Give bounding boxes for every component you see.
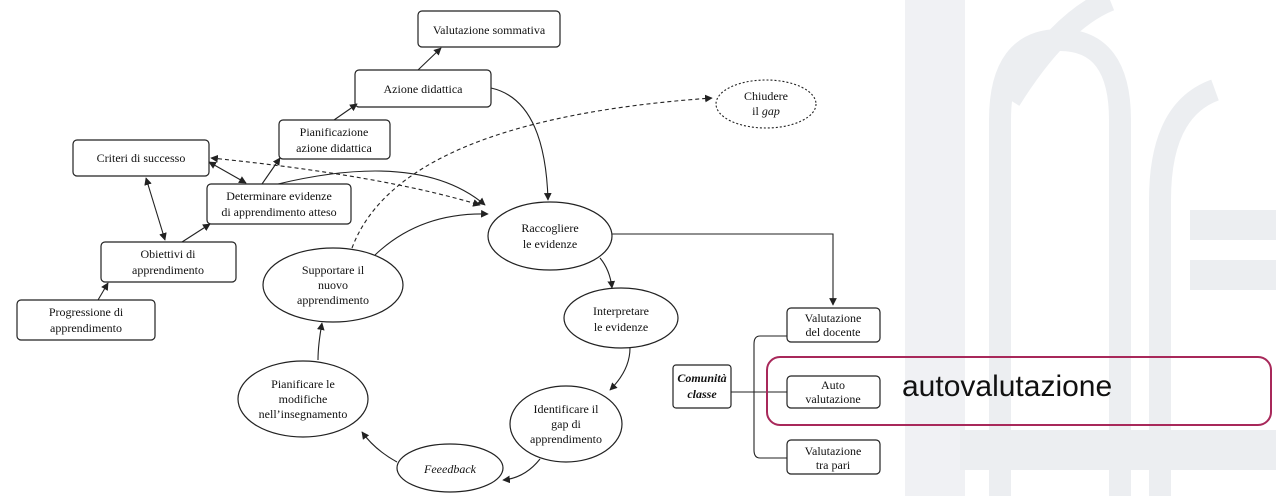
svg-text:il gap: il gap	[752, 104, 780, 118]
node-auto-valutazione: Auto valutazione	[786, 375, 881, 409]
svg-text:Valutazione: Valutazione	[805, 444, 862, 458]
node-valutazione-tra-pari: Valutazione tra pari	[786, 439, 881, 475]
svg-text:apprendimento: apprendimento	[530, 432, 602, 446]
svg-text:azione didattica: azione didattica	[296, 141, 372, 155]
svg-text:di apprendimento atteso: di apprendimento atteso	[221, 205, 336, 219]
node-supportare-il-nuovo-apprendimento: Supportare il nuovo apprendimento	[262, 247, 404, 323]
svg-text:apprendimento: apprendimento	[132, 263, 204, 277]
svg-text:del docente: del docente	[806, 325, 861, 339]
svg-text:Pianificazione: Pianificazione	[300, 125, 369, 139]
svg-text:apprendimento: apprendimento	[297, 293, 369, 307]
community-brace	[731, 335, 787, 459]
svg-text:Obiettivi di: Obiettivi di	[141, 247, 197, 261]
svg-text:Criteri di successo: Criteri di successo	[97, 151, 186, 165]
svg-text:Determinare evidenze: Determinare evidenze	[226, 189, 332, 203]
node-raccogliere-le-evidenze: Raccogliere le evidenze	[487, 201, 613, 271]
svg-text:Pianificare le: Pianificare le	[271, 377, 335, 391]
svg-text:modifiche: modifiche	[279, 392, 328, 406]
node-valutazione-sommativa: Valutazione sommativa	[417, 10, 561, 48]
autovalutazione-highlight-box	[766, 356, 1272, 426]
svg-text:Valutazione sommativa: Valutazione sommativa	[433, 23, 546, 37]
svg-text:Azione didattica: Azione didattica	[384, 82, 464, 96]
svg-text:valutazione: valutazione	[805, 392, 860, 406]
svg-text:Chiudere: Chiudere	[744, 89, 788, 103]
node-comunita-classe: Comunità classe	[672, 364, 732, 409]
svg-text:nuovo: nuovo	[318, 278, 348, 292]
svg-text:Auto: Auto	[821, 378, 845, 392]
svg-text:Feeedback: Feeedback	[423, 462, 477, 476]
node-valutazione-del-docente: Valutazione del docente	[786, 307, 881, 343]
svg-text:nell’insegnamento: nell’insegnamento	[259, 407, 348, 421]
node-azione-didattica: Azione didattica	[354, 69, 492, 108]
svg-text:Identificare il: Identificare il	[534, 402, 600, 416]
svg-text:Supportare il: Supportare il	[302, 263, 365, 277]
node-determinare-evidenze: Determinare evidenze di apprendimento at…	[206, 183, 352, 225]
node-criteri-di-successo: Criteri di successo	[72, 139, 210, 177]
watermark-logo	[905, 0, 1276, 496]
node-progressione-di-apprendimento: Progressione di apprendimento	[16, 299, 156, 341]
svg-text:le evidenze: le evidenze	[594, 320, 648, 334]
flow-arrows	[97, 47, 837, 306]
svg-text:classe: classe	[687, 387, 717, 401]
node-obiettivi-di-apprendimento: Obiettivi di apprendimento	[100, 241, 237, 283]
autovalutazione-label: autovalutazione	[902, 370, 1113, 403]
svg-text:apprendimento: apprendimento	[50, 321, 122, 335]
svg-text:tra pari: tra pari	[816, 458, 851, 472]
svg-text:Progressione di: Progressione di	[49, 305, 124, 319]
node-feedback: Feeedback	[396, 443, 504, 493]
node-chiudere-il-gap: Chiudere il gap	[715, 79, 817, 129]
node-pianificazione-azione-didattica: Pianificazione azione didattica	[278, 119, 391, 160]
node-identificare-il-gap: Identificare il gap di apprendimento	[509, 385, 623, 463]
node-pianificare-le-modifiche: Pianificare le modifiche nell’insegnamen…	[237, 360, 369, 438]
svg-text:le evidenze: le evidenze	[523, 237, 577, 251]
svg-text:Valutazione: Valutazione	[805, 311, 862, 325]
svg-text:Comunità: Comunità	[677, 371, 726, 385]
svg-text:Interpretare: Interpretare	[593, 304, 649, 318]
cycle-arrows	[316, 209, 631, 484]
node-interpretare-le-evidenze: Interpretare le evidenze	[563, 287, 679, 349]
svg-text:gap di: gap di	[551, 417, 581, 431]
svg-text:Raccogliere: Raccogliere	[521, 221, 578, 235]
